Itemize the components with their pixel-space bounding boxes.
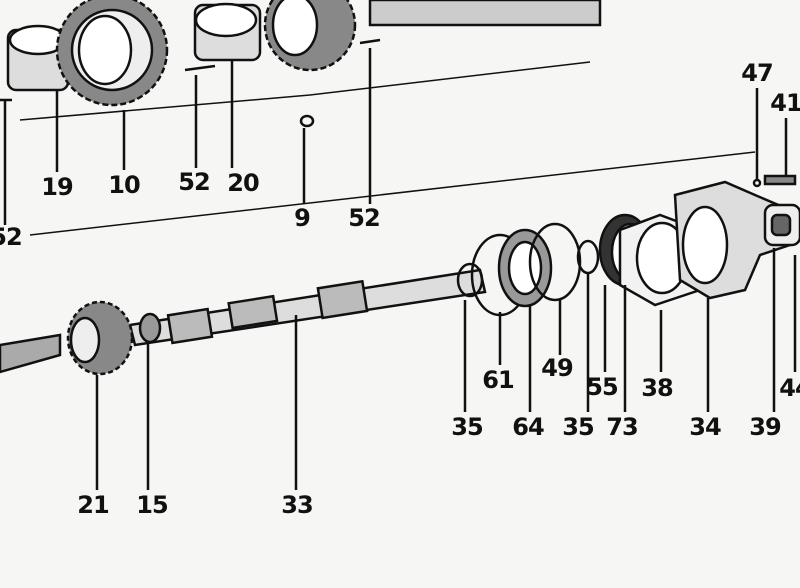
- gear-10: [55, 0, 169, 107]
- washer-47: [752, 178, 762, 188]
- label-part-38: 38: [641, 374, 673, 402]
- gear-21: [66, 300, 134, 376]
- bearing-15: [138, 307, 214, 345]
- circlip-35: [456, 262, 484, 298]
- label-part-34: 34: [689, 413, 721, 441]
- label-part-15: 15: [136, 491, 168, 519]
- shaft-33: [0, 268, 487, 374]
- ring-49: [528, 222, 582, 302]
- label-part-49: 49: [541, 354, 573, 382]
- label-part-10: 10: [108, 171, 140, 199]
- label-part-73: 73: [606, 413, 638, 441]
- label-part-55: 55: [586, 373, 618, 401]
- label-part-52: 52: [178, 168, 210, 196]
- flange-39: [763, 203, 800, 247]
- label-part-39: 39: [749, 413, 781, 441]
- key-52: [184, 64, 216, 72]
- bolt-41: [763, 174, 797, 186]
- label-part-47: 47: [741, 59, 773, 87]
- label-part-64: 64: [512, 413, 544, 441]
- label-part-9: 9: [294, 204, 311, 232]
- ball-9: [299, 114, 315, 128]
- bushing-20: [193, 2, 262, 62]
- bearing-housing-34: [673, 180, 792, 300]
- gear-upper: [263, 0, 357, 72]
- label-part-35: 35: [562, 413, 594, 441]
- label-part-52: 52: [348, 204, 380, 232]
- label-part-19: 19: [41, 173, 73, 201]
- label-part-20: 20: [227, 169, 259, 197]
- label-part-61: 61: [482, 366, 514, 394]
- label-part-44: 44: [779, 374, 800, 402]
- label-part-33: 33: [281, 491, 313, 519]
- upper-shaft: [368, 0, 602, 27]
- label-part-41: 41: [770, 89, 800, 117]
- label-part-21: 21: [77, 491, 109, 519]
- key-52-b: [359, 38, 381, 45]
- label-part-52: 52: [0, 223, 23, 251]
- label-part-35: 35: [451, 413, 483, 441]
